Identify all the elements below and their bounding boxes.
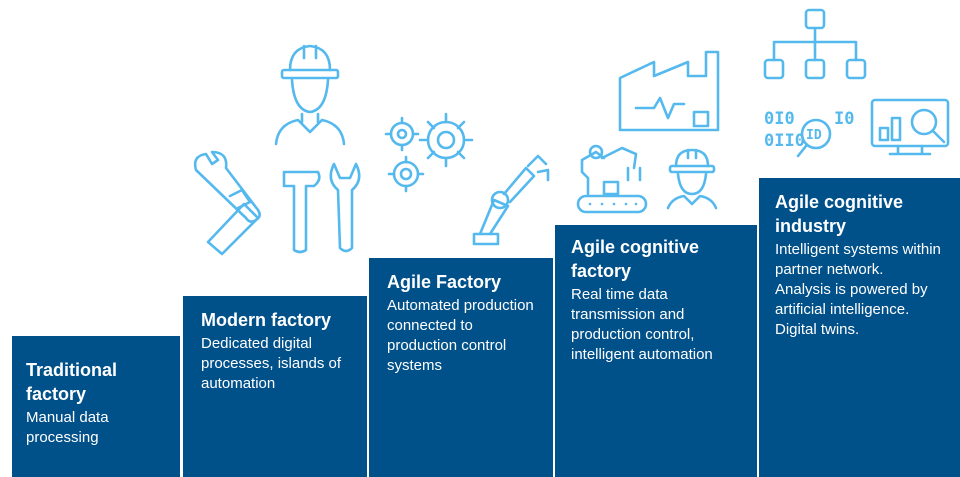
step-agile-cognitive-industry: Agile cognitive industry Intelligent sys… (759, 178, 960, 477)
step-description: Automated production connected to produc… (387, 297, 534, 374)
org-chart-icon (760, 6, 870, 84)
step-agile-factory: Agile Factory Automated production conne… (369, 258, 553, 477)
factory-icon (614, 48, 724, 134)
step-description: Manual data processing (26, 409, 109, 446)
analytics-icon (868, 96, 954, 158)
step-traditional-factory: Traditional factory Manual data processi… (12, 336, 180, 477)
step-title: Agile cognitive industry (775, 192, 904, 236)
binary-row-1: 0I0 (764, 109, 795, 129)
worker-icon (268, 40, 352, 148)
step-description: Intelligent systems within partner netwo… (775, 241, 941, 338)
step-modern-factory: Modern factory Dedicated digital process… (183, 296, 367, 477)
step-description: Real time data transmission and producti… (571, 286, 713, 363)
binary-row-3: 0II0 (764, 131, 805, 151)
binary-center: ID (806, 128, 822, 143)
tools-icon (188, 150, 368, 260)
binary-row-2: I0 (834, 109, 854, 129)
robot-arm-icon-small (574, 138, 650, 218)
step-title: Agile cognitive factory (571, 237, 700, 281)
step-description: Dedicated digital processes, islands of … (201, 335, 342, 392)
robot-arm-icon (468, 148, 558, 248)
worker-icon-small (664, 146, 720, 210)
step-title: Traditional factory (26, 360, 118, 404)
step-title: Modern factory (201, 310, 332, 330)
step-title: Agile Factory (387, 272, 502, 292)
binary-data-icon: 0I0 I0 0II0 ID (762, 104, 866, 164)
step-agile-cognitive-factory: Agile cognitive factory Real time data t… (555, 225, 757, 477)
gears-icon (380, 108, 490, 203)
